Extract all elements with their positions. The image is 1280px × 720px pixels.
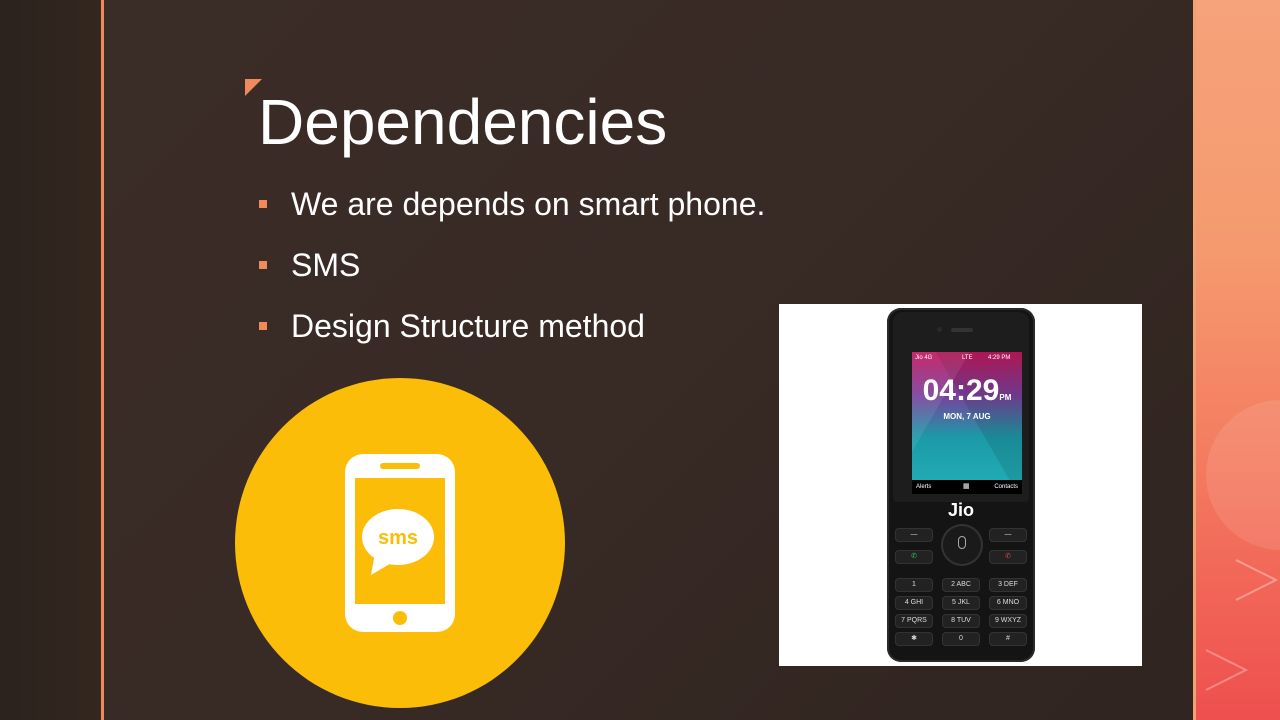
status-time: 4:29 PM	[988, 355, 1011, 361]
brand-logo: Jio	[947, 500, 974, 520]
slide-title: Dependencies	[258, 86, 668, 158]
key: #	[989, 632, 1027, 646]
clock-ampm: PM	[999, 393, 1012, 402]
end-call-key: ✆	[989, 550, 1027, 564]
title-corner-accent	[245, 79, 262, 96]
left-accent-rule	[101, 0, 104, 720]
key: 6 MNO	[989, 596, 1027, 610]
phone-keypad: — — ✆ ✆ 1 2 ABC 3 DEF 4 GHI 5 JKL 6 MNO …	[893, 524, 1029, 654]
key: 5 JKL	[942, 596, 980, 610]
bullet-text: We are depends on smart phone.	[291, 186, 766, 222]
bullet-square-icon	[259, 261, 267, 269]
right-accent-rule	[1193, 0, 1196, 720]
navigation-dpad	[941, 524, 983, 566]
sms-label: sms	[378, 527, 418, 549]
wallpaper	[912, 352, 1022, 494]
key: 9 WXYZ	[989, 614, 1027, 628]
bullet-square-icon	[259, 200, 267, 208]
key: 8 TUV	[942, 614, 980, 628]
status-carrier: Jio 4G	[915, 355, 933, 361]
phone-date: MON, 7 AUG	[943, 412, 991, 421]
softkey-right: Contacts	[994, 484, 1018, 490]
bullet-text: SMS	[291, 247, 361, 283]
earpiece-icon	[951, 328, 973, 332]
key: 7 PQRS	[895, 614, 933, 628]
key: 2 ABC	[942, 578, 980, 592]
front-camera-icon	[937, 327, 942, 332]
phone-body: Jio 4G LTE 4:29 PM 04:29PM MON, 7 AUG Al…	[887, 308, 1035, 662]
key: ✱	[895, 632, 933, 646]
sms-phone-icon-circle: sms	[235, 378, 565, 708]
call-key: ✆	[895, 550, 933, 564]
menu-grid-icon: ▦	[963, 483, 970, 490]
softkey-left: Alerts	[916, 484, 932, 490]
clock-time: 04:29	[922, 374, 1000, 407]
phone-clock: 04:29PM	[912, 374, 1022, 415]
right-softkey: —	[989, 528, 1027, 542]
sms-phone-icon: sms	[345, 454, 455, 632]
left-side-strip	[0, 0, 101, 720]
decorative-chevrons	[1205, 559, 1279, 691]
key: 0	[942, 632, 980, 646]
mic-icon	[958, 536, 966, 549]
phone-screen: Jio 4G LTE 4:29 PM 04:29PM MON, 7 AUG Al…	[912, 352, 1022, 494]
left-softkey: —	[895, 528, 933, 542]
phone-status-bar: Jio 4G LTE 4:29 PM	[912, 352, 1022, 364]
bullet-square-icon	[259, 322, 267, 330]
feature-phone-image: Jio 4G LTE 4:29 PM 04:29PM MON, 7 AUG Al…	[779, 304, 1142, 666]
phone-softkey-bar: Alerts ▦ Contacts	[912, 480, 1022, 494]
key: 1	[895, 578, 933, 592]
phone-top: Jio 4G LTE 4:29 PM 04:29PM MON, 7 AUG Al…	[893, 312, 1029, 520]
right-decorative-panel	[1196, 0, 1280, 720]
key: 4 GHI	[895, 596, 933, 610]
status-network: LTE	[962, 355, 973, 361]
key: 3 DEF	[989, 578, 1027, 592]
bullet-text: Design Structure method	[291, 308, 645, 344]
